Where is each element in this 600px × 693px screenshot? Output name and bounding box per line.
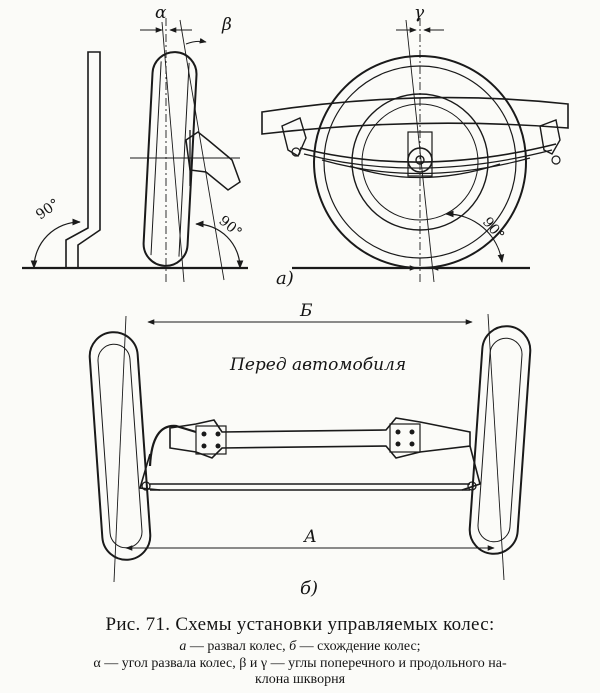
gamma-label: γ bbox=[414, 3, 425, 23]
frame-rail bbox=[261, 96, 569, 135]
toe-in-top-view: Б Перед автомобиля bbox=[88, 301, 532, 599]
figure-caption-title: Рис. 71. Схемы установки управляемых кол… bbox=[105, 614, 495, 635]
caption-b-text: — схождение колес; bbox=[296, 639, 421, 654]
alpha-label: α bbox=[155, 3, 167, 23]
angle-90-right: 90° bbox=[479, 214, 507, 243]
caster-front-view: γ 90° а) bbox=[261, 3, 569, 289]
figure-caption-line2: α — угол развала колес, β и γ — углы поп… bbox=[93, 656, 507, 671]
angle-arc-left bbox=[30, 218, 81, 269]
spring-shackle-front bbox=[281, 117, 307, 158]
beta-label: β bbox=[221, 15, 232, 35]
camber-side-view: 90° α β 90° bbox=[22, 3, 248, 283]
dimension-a-label: А bbox=[303, 527, 317, 547]
spring-shackle-rear bbox=[539, 119, 561, 155]
figure-caption-line3: клона шкворня bbox=[254, 672, 346, 687]
wheel-alignment-diagram: 90° α β 90° bbox=[22, 3, 569, 599]
dimension-b-label: Б bbox=[299, 301, 313, 321]
angle-90-mid: 90° bbox=[215, 213, 244, 241]
right-wheel-top bbox=[468, 325, 532, 555]
front-axle-beam bbox=[169, 417, 471, 459]
caption-a-letter: а bbox=[179, 639, 187, 654]
front-label: Перед автомобиля bbox=[229, 355, 406, 375]
reference-post bbox=[65, 51, 101, 269]
panel-b-label: б) bbox=[300, 578, 318, 599]
steering-knuckle bbox=[185, 131, 241, 191]
caption-a-text: — развал колес, bbox=[186, 639, 290, 654]
caption-b-letter: б bbox=[289, 639, 297, 654]
figure-caption-line1: а — развал колес, б — схождение колес; bbox=[0, 639, 600, 655]
angle-90-left: 90° bbox=[33, 196, 63, 223]
panel-a-label: а) bbox=[276, 268, 294, 289]
